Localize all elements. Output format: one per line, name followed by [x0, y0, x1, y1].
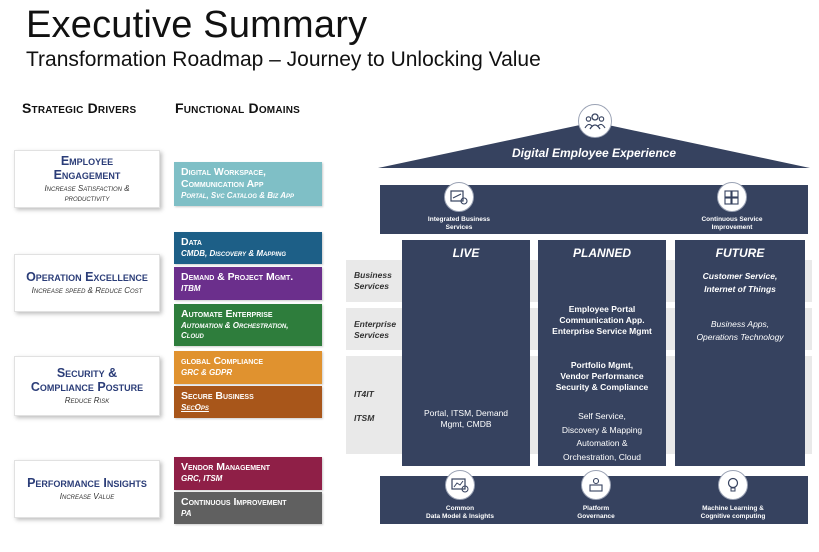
puzzle-icon — [717, 182, 747, 212]
band-label: ITSM — [354, 413, 375, 423]
driver-title: Engagement — [53, 168, 121, 182]
domain-subtitle: Cloud — [181, 331, 204, 340]
governance-icon — [581, 470, 611, 500]
driver-subtitle: productivity — [64, 194, 110, 203]
domains-heading: Functional Domains — [175, 100, 301, 116]
domain-subtitle: GRC, ITSM — [181, 474, 223, 483]
driver-performance-insights: Performance Insights Increase Value — [14, 460, 160, 518]
driver-subtitle: Increase Satisfaction & — [44, 184, 130, 193]
driver-subtitle: Increase Value — [59, 492, 115, 501]
domain-demand-project: Demand & Project Mgmt. ITBM — [174, 267, 322, 300]
domain-subtitle: Automation & Orchestration, — [181, 321, 289, 330]
domain-data: Data CMDB, Discovery & Mapping — [174, 232, 322, 264]
pillar-text: Employee Portal Communication App. Enter… — [552, 304, 652, 336]
domain-automate-enterprise: Automate Enterprise Automation & Orchest… — [174, 304, 322, 346]
driver-title: Performance Insights — [27, 476, 147, 490]
page-title: Executive Summary — [26, 4, 368, 46]
domain-subtitle: CMDB, Discovery & Mapping — [181, 249, 287, 258]
lightbulb-icon — [718, 470, 748, 500]
pillar-planned: PLANNED Employee Portal Communication Ap… — [538, 240, 666, 466]
people-icon — [578, 104, 612, 138]
domain-subtitle: GRC & GDPR — [181, 368, 233, 377]
domain-title: Automate Enterprise — [181, 308, 273, 320]
icon-label: Machine Learning &Cognitive computing — [700, 505, 766, 520]
pillar-text: Portal, ITSM, Demand Mgmt, CMDB — [423, 408, 509, 429]
domain-digital-workspace: Digital Workspace, Communication App Por… — [174, 162, 322, 206]
domain-title: Continuous Improvement — [181, 496, 287, 508]
data-model-icon — [445, 470, 475, 500]
page-subtitle: Transformation Roadmap – Journey to Unlo… — [26, 48, 541, 71]
roof-shape — [378, 122, 810, 168]
domain-title: Demand & Project Mgmt. — [181, 271, 294, 283]
driver-subtitle: Reduce Risk — [64, 396, 110, 405]
pillar-text: Self Service, Discovery & Mapping Automa… — [561, 411, 643, 462]
driver-employee-engagement: Employee Engagement Increase Satisfactio… — [14, 150, 160, 208]
business-services-icon — [444, 182, 474, 212]
pillar-heading: LIVE — [452, 246, 480, 260]
domain-title: Secure Business — [181, 390, 254, 402]
domain-subtitle: SecOps — [181, 403, 209, 412]
domain-title: Data — [181, 236, 202, 248]
driver-title: Security & — [56, 366, 118, 380]
pillar-text: Business Apps, Operations Technology — [696, 319, 784, 342]
domain-global-compliance: global Compliance GRC & GDPR — [174, 351, 322, 384]
pillar-future: FUTURE Customer Service, Internet of Thi… — [675, 240, 805, 466]
domain-subtitle: PA — [181, 509, 192, 518]
domain-title: Communication App — [181, 178, 264, 190]
domain-secure-business: Secure Business SecOps — [174, 386, 322, 418]
pillar-heading: FUTURE — [715, 246, 765, 260]
pillar-text: Portfolio Mgmt, Vendor Performance Secur… — [555, 360, 649, 392]
roof-label: Digital Employee Experience — [511, 146, 677, 160]
domain-subtitle: Portal, Svc Catalog & Biz App — [181, 191, 295, 200]
drivers-heading: Strategic Drivers — [22, 100, 137, 116]
domain-vendor-management: Vendor Management GRC, ITSM — [174, 457, 322, 490]
driver-title: Compliance Posture — [30, 380, 144, 394]
domain-subtitle: ITBM — [181, 284, 201, 293]
domain-continuous-improvement: Continuous Improvement PA — [174, 492, 322, 524]
driver-security-compliance: Security & Compliance Posture Reduce Ris… — [14, 356, 160, 416]
driver-title: Employee — [60, 154, 114, 168]
domain-title: Vendor Management — [181, 461, 271, 473]
driver-title: Operation Excellence — [26, 270, 148, 284]
pillar-text: Customer Service, Internet of Things — [702, 271, 778, 294]
pillar-heading: PLANNED — [572, 246, 631, 260]
domain-title: Digital Workspace, — [181, 166, 266, 178]
driver-operation-excellence: Operation Excellence Increase speed & Re… — [14, 254, 160, 312]
pillar-live: LIVE Portal, ITSM, Demand Mgmt, CMDB — [402, 240, 530, 466]
domain-title: global Compliance — [181, 355, 264, 367]
driver-subtitle: Increase speed & Reduce Cost — [31, 286, 143, 295]
band-label: IT4IT — [354, 389, 374, 399]
